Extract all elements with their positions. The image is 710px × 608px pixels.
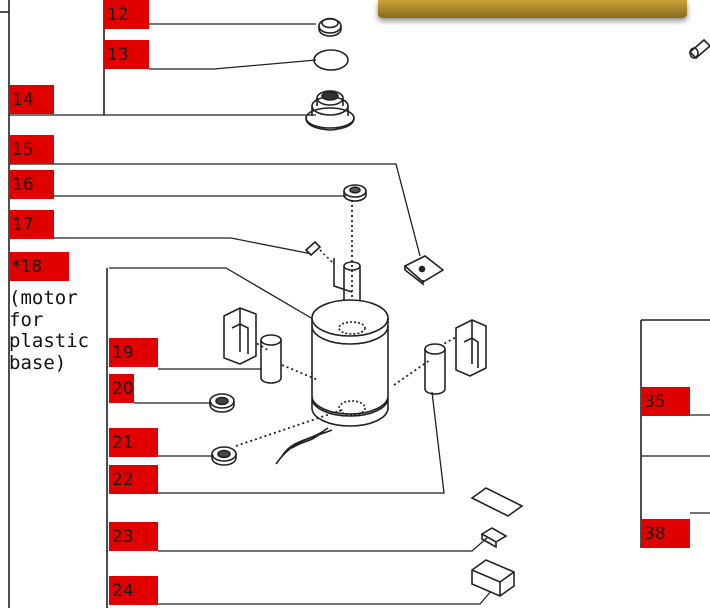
label-19: 19 [109, 338, 158, 367]
part-17-pin [304, 240, 353, 293]
part-12-cap [318, 17, 342, 37]
label-21: 21 [109, 428, 158, 457]
label-13: 13 [104, 40, 149, 69]
label-15: 15 [9, 135, 54, 164]
motor-note: (motor for plastic base) [9, 287, 90, 374]
part-13-o-ring [313, 49, 349, 71]
label-22: 22 [109, 465, 158, 494]
label-35: 35 [641, 387, 690, 416]
label-18: *18 [9, 252, 69, 281]
part-16-bearing [343, 184, 367, 202]
part-14-coupling [305, 90, 355, 131]
label-24: 24 [109, 576, 158, 605]
part-22-plate [470, 487, 524, 517]
label-12: 12 [104, 0, 149, 29]
top-banner-strip [378, 0, 687, 18]
leader-lines [9, 23, 710, 605]
part-19-magnets [223, 307, 487, 395]
part-21-washer [211, 446, 237, 466]
label-23: 23 [109, 522, 158, 551]
label-17: 17 [9, 210, 54, 239]
motor-body [275, 261, 389, 465]
part-15-bracket [403, 255, 445, 286]
label-14: 14 [9, 85, 54, 114]
part-23-clip [480, 527, 508, 549]
dotted-assembly-lines [235, 200, 459, 447]
part-20-washer [209, 393, 235, 413]
part-24-block [471, 559, 515, 597]
right-edge-fitting [688, 38, 710, 60]
label-38: 38 [641, 519, 690, 548]
label-20: 20 [109, 374, 134, 403]
label-16: 16 [9, 170, 54, 199]
